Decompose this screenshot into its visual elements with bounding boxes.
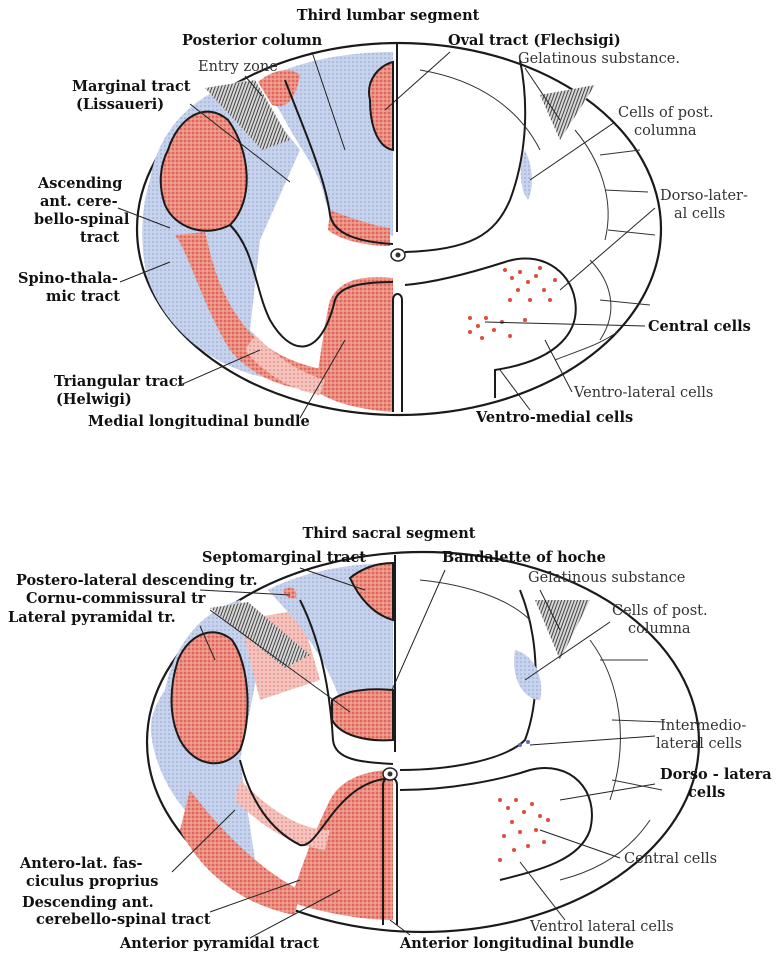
sacral-label-ventrol-lateral: Ventrol lateral cells — [529, 919, 674, 935]
sacral-label-central-cells: Central cells — [624, 851, 717, 867]
sacral-title: Third sacral segment — [303, 525, 476, 542]
sacral-label-anterior-longitudinal: Anterior longitudinal bundle — [399, 935, 634, 952]
lumbar-label-spino-1: Spino-thala- — [18, 270, 118, 287]
sacral-label-bandalette: Bandalette of hoche — [442, 549, 606, 566]
sacral-label-dorso-latera-2: cells — [688, 784, 725, 801]
sacral-label-antero-lat-1: Antero-lat. fas- — [19, 855, 143, 872]
lumbar-label-ascending-4: tract — [80, 229, 120, 246]
lumbar-label-triangular-1: Triangular tract — [54, 373, 185, 390]
sacral-label-postero-lateral: Postero-lateral descending tr. — [16, 572, 258, 589]
lumbar-label-ascending-1: Ascending — [37, 175, 122, 192]
sacral-lateral-pyramidal — [172, 632, 248, 763]
lumbar-label-entry-zone: Entry zone — [198, 59, 278, 75]
lumbar-title: Third lumbar segment — [297, 7, 480, 24]
lumbar-label-posterior-column: Posterior column — [182, 32, 323, 49]
sacral-central-canal-dot — [388, 772, 393, 777]
lumbar-label-triangular-2: (Helwigi) — [56, 391, 132, 408]
lumbar-label-cells-post-1: Cells of post. — [618, 105, 714, 121]
sacral-label-gelatinous: Gelatinous substance — [528, 570, 685, 586]
sacral-label-intermedio-2: lateral cells — [656, 736, 742, 752]
lumbar-label-central-cells: Central cells — [648, 318, 751, 335]
lumbar-label-dorso-lateral-2: al cells — [674, 206, 725, 222]
sacral-label-cells-post-1: Cells of post. — [612, 603, 708, 619]
sacral-label-anterior-pyramidal: Anterior pyramidal tract — [119, 935, 319, 952]
lumbar-label-cells-post-2: columna — [634, 123, 697, 139]
lumbar-label-ascending-2: ant. cere- — [40, 193, 118, 210]
lumbar-segment: Third lumbar segment — [18, 7, 751, 430]
lumbar-label-oval-tract: Oval tract (Flechsigi) — [448, 32, 621, 49]
sacral-label-septomarginal: Septomarginal tract — [202, 549, 366, 566]
sacral-label-descending-2: cerebello-spinal tract — [36, 911, 211, 928]
sacral-label-cells-post-2: columna — [628, 621, 691, 637]
lumbar-label-ventro-medial: Ventro-medial cells — [475, 409, 633, 426]
lumbar-label-ventro-lateral: Ventro-lateral cells — [573, 385, 713, 401]
sacral-segment: Third sacral segment — [8, 525, 772, 952]
sacral-label-lateral-pyramidal: Lateral pyramidal tr. — [8, 609, 176, 626]
lumbar-label-dorso-lateral-1: Dorso-later- — [660, 188, 748, 204]
sacral-label-antero-lat-2: ciculus proprius — [26, 873, 158, 890]
lumbar-label-medial-longitudinal: Medial longitudinal bundle — [88, 413, 310, 430]
lumbar-label-marginal-1: Marginal tract — [72, 78, 191, 95]
sacral-label-cornu-commissural: Cornu-commissural tr — [26, 590, 206, 607]
sacral-label-dorso-latera-1: Dorso - latera — [660, 766, 772, 783]
sacral-label-descending-1: Descending ant. — [22, 894, 154, 911]
lumbar-central-canal-dot — [396, 253, 401, 258]
lumbar-label-ascending-3: bello-spinal — [34, 211, 130, 228]
lumbar-label-gelatinous: Gelatinous substance. — [518, 51, 680, 67]
lumbar-label-marginal-2: (Lissaueri) — [76, 96, 164, 113]
sacral-label-intermedio-1: Intermedio- — [660, 718, 746, 734]
lumbar-label-spino-2: mic tract — [46, 288, 120, 305]
